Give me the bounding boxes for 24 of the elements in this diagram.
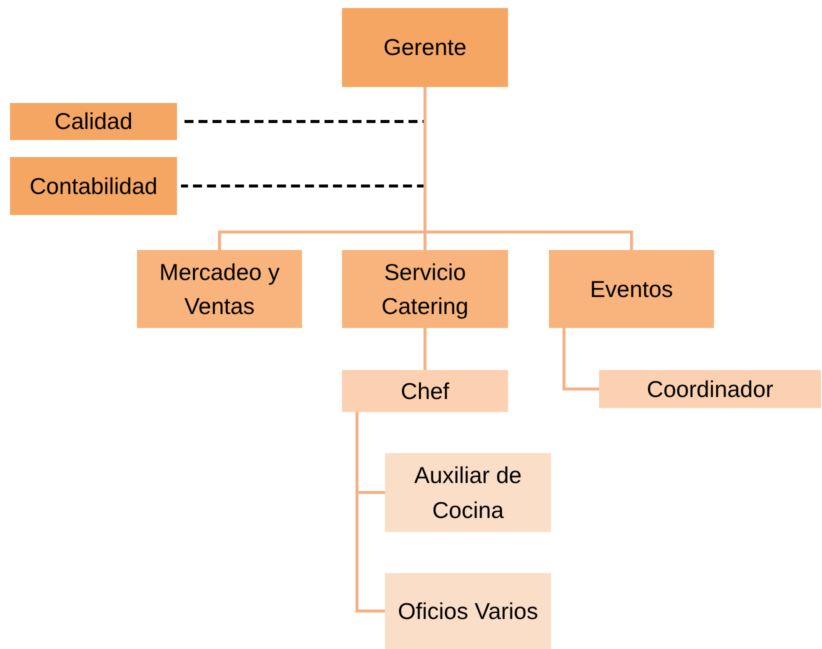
org-box <box>385 573 551 649</box>
role-title: Gerente <box>383 33 467 62</box>
org-box <box>342 250 508 328</box>
org-box <box>549 250 714 328</box>
connector-line <box>424 328 426 370</box>
connector-line <box>562 328 599 390</box>
org-box <box>342 370 508 412</box>
org-box <box>137 250 302 328</box>
role-title: Chef <box>400 376 450 406</box>
connector-line <box>424 87 633 250</box>
role-title: Coordinador <box>646 374 774 404</box>
role-title: Servicio Catering <box>380 258 470 321</box>
role-title: Calidad <box>54 107 132 136</box>
role-title: Eventos <box>590 274 674 304</box>
org-box <box>10 103 177 140</box>
role-title: Oficios Varios <box>398 596 538 626</box>
connector-line <box>356 412 385 612</box>
role-title: Contabilidad <box>30 172 158 201</box>
org-box <box>342 8 508 87</box>
role-title: Mercadeo y Ventas <box>158 258 281 321</box>
org-box <box>10 157 177 215</box>
org-box <box>385 453 551 532</box>
role-title: Auxiliar de Cocina <box>413 461 523 524</box>
org-box <box>599 370 821 408</box>
